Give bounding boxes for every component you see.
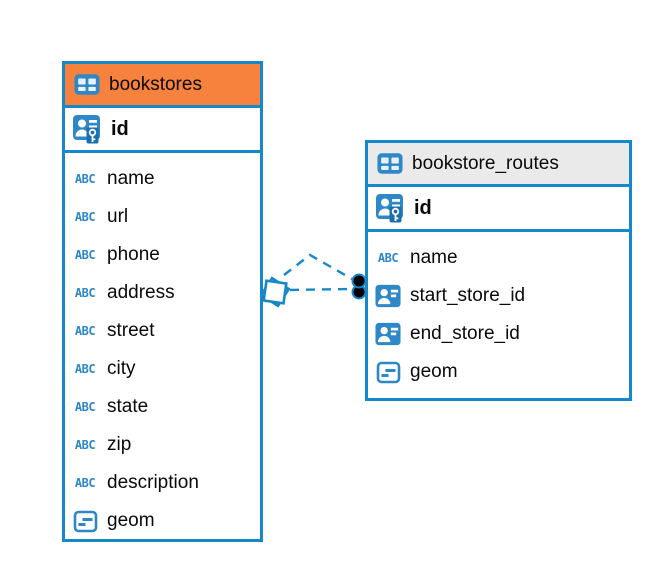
text-type-icon: ABC [377,251,399,265]
table-icon [74,73,100,96]
column-name: start_store_id [410,285,526,306]
column-name: phone [107,244,160,265]
column-name: street [107,320,155,341]
foreign-key-icon [375,284,401,308]
column-name: name [107,168,155,189]
text-type-icon: ABC [74,286,96,300]
relation-dot-marker-lower [351,284,367,300]
relation-diamond-marker [259,276,291,308]
column-row[interactable]: geom [65,502,260,540]
text-type-icon: ABC [74,248,96,262]
table-bookstores[interactable]: bookstores id ABC [62,61,263,542]
text-type-icon: ABC [74,172,96,186]
table-bookstores-header[interactable]: bookstores [65,64,260,108]
column-name: city [107,358,136,379]
relation-line-upper [283,253,353,281]
column-row[interactable]: ABC street [65,312,260,350]
column-name: id [414,196,432,219]
geometry-type-icon [375,361,401,384]
column-row[interactable]: ABC url [65,198,260,236]
text-type-icon: ABC [74,362,96,376]
table-icon [377,152,403,175]
column-list: ABC name start_store_id [368,232,629,394]
column-name: url [107,206,129,227]
text-type-icon: ABC [74,324,96,338]
relation-dot-marker-upper [351,273,367,289]
column-name: state [107,396,149,417]
column-row[interactable]: ABC name [65,160,260,198]
geometry-type-icon [72,510,98,533]
column-row[interactable]: geom [368,353,629,391]
column-list: ABC name ABC url ABC phone ABC address A… [65,153,260,543]
text-type-icon: ABC [74,210,96,224]
column-row[interactable]: ABC description [65,464,260,502]
foreign-key-icon [375,322,401,346]
column-name: end_store_id [410,323,520,344]
table-bookstore-routes-header[interactable]: bookstore_routes [368,143,629,187]
column-row[interactable]: ABC name [368,239,629,277]
column-name: address [107,282,175,303]
table-title: bookstores [109,73,202,95]
primary-key-icon [72,114,102,145]
column-name: description [107,472,199,493]
column-row-pk[interactable]: id [65,108,260,153]
text-type-icon: ABC [74,476,96,490]
column-name: geom [410,361,458,382]
primary-key-icon [375,193,405,224]
text-type-icon: ABC [74,438,96,452]
column-row[interactable]: ABC state [65,388,260,426]
table-title: bookstore_routes [412,152,559,174]
column-name: id [111,117,129,140]
relation-line-lower [289,287,349,292]
column-row[interactable]: ABC city [65,350,260,388]
column-name: zip [107,434,132,455]
column-row[interactable]: start_store_id [368,277,629,315]
relation-connection[interactable] [259,253,367,308]
column-row[interactable]: ABC address [65,274,260,312]
column-row-pk[interactable]: id [368,187,629,232]
column-row[interactable]: ABC zip [65,426,260,464]
column-row[interactable]: ABC phone [65,236,260,274]
text-type-icon: ABC [74,400,96,414]
column-name: name [410,247,458,268]
table-bookstore-routes[interactable]: bookstore_routes id ABC [365,140,632,401]
column-name: geom [107,510,155,531]
column-row[interactable]: end_store_id [368,315,629,353]
